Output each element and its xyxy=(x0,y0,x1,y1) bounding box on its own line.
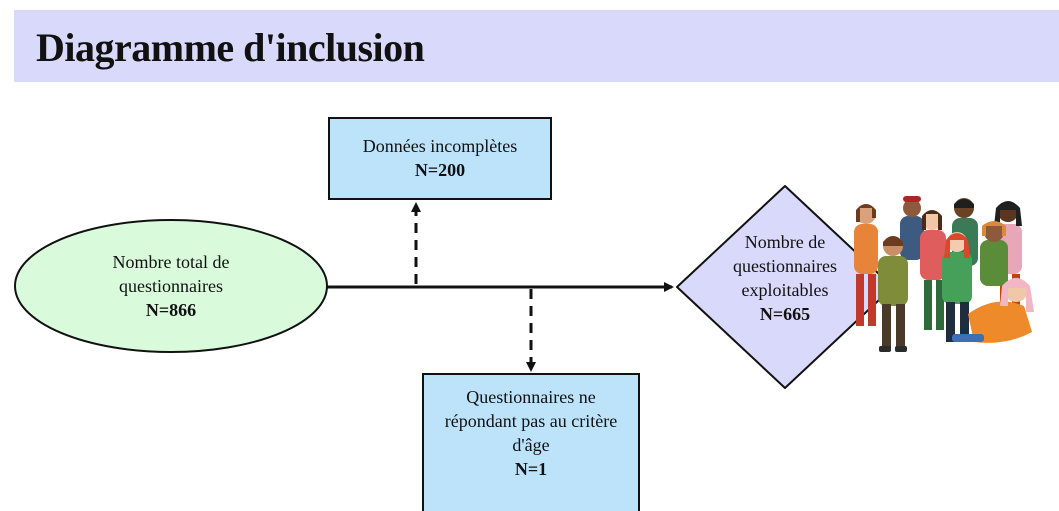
incomplete-box xyxy=(328,117,552,200)
person-figure xyxy=(980,221,1008,286)
person-figure xyxy=(854,204,878,326)
incomplete-node-text: Données incomplètes N=200 xyxy=(330,132,550,184)
group-of-people-illustration xyxy=(854,196,1034,352)
age-label: Questionnaires ne répondant pas au critè… xyxy=(444,387,618,455)
title-bar: Diagramme d'inclusion xyxy=(14,10,1059,82)
incomplete-count: N=200 xyxy=(414,160,466,180)
person-figure xyxy=(952,278,1034,343)
person-figure xyxy=(920,210,946,330)
age-box xyxy=(422,373,640,511)
exploitable-label: Nombre de questionnaires exploitables xyxy=(733,232,837,300)
exploitable-count: N=665 xyxy=(759,304,811,324)
person-figure xyxy=(878,236,908,352)
incomplete-label: Données incomplètes xyxy=(362,136,518,156)
age-node-text: Questionnaires ne répondant pas au critè… xyxy=(424,382,638,484)
page-title: Diagramme d'inclusion xyxy=(36,25,425,70)
total-ellipse xyxy=(14,219,328,353)
total-node-text: Nombre total de questionnaires N=866 xyxy=(40,246,302,326)
age-count: N=1 xyxy=(514,459,548,479)
total-label: Nombre total de questionnaires xyxy=(112,252,230,296)
person-figure xyxy=(900,196,924,260)
total-count: N=866 xyxy=(145,300,197,320)
person-figure xyxy=(942,232,972,342)
exploitable-node-text: Nombre de questionnaires exploitables N=… xyxy=(716,228,854,328)
